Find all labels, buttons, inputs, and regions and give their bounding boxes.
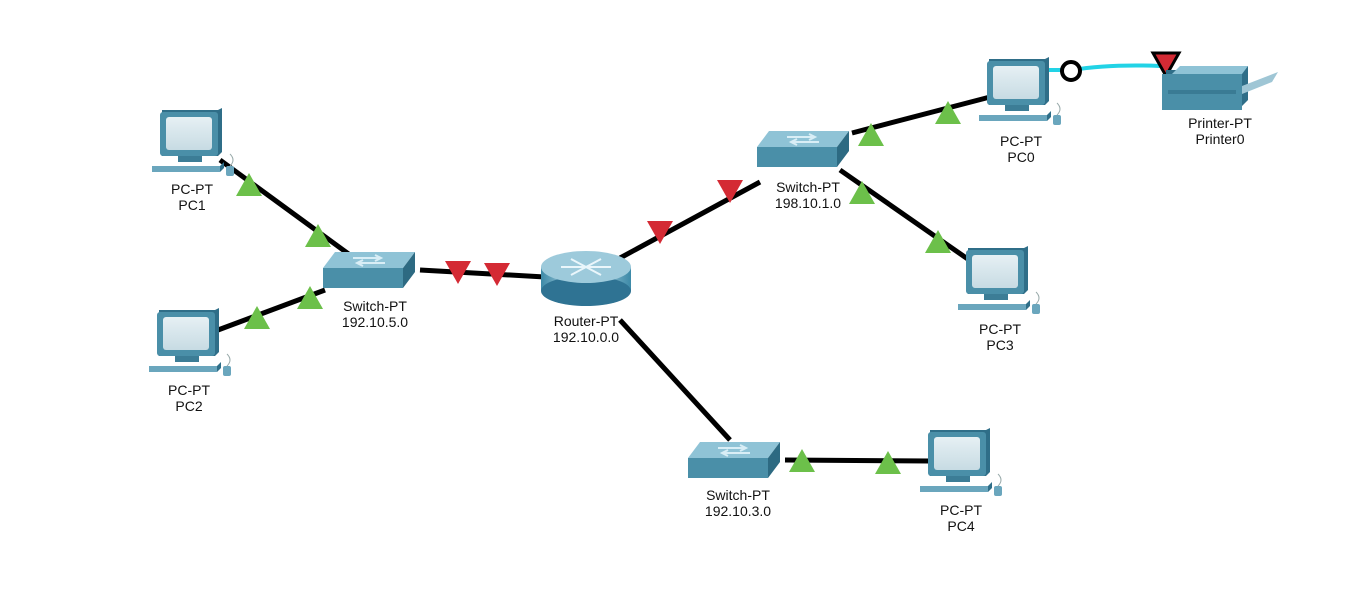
port-up-pc3 [925,230,951,253]
printer-type: Printer-PT [1188,115,1252,131]
port-up-pc2 [244,306,270,329]
link-sw1-pc0[interactable] [851,94,991,136]
pc3-device[interactable] [957,245,1041,315]
pc0-label: PC-PT PC0 [975,133,1067,165]
pc4-label: PC-PT PC4 [915,502,1007,534]
link-pc1-sw5[interactable] [218,157,352,258]
port-down-sw1-router [717,180,743,203]
port-down-sw5-router [445,261,471,284]
port-up-sw3-pc4 [789,449,815,472]
pc4-device[interactable] [919,427,1003,497]
pc2-type: PC-PT [168,382,210,398]
pc3-name: PC3 [986,337,1014,353]
printer-device[interactable] [1162,66,1278,110]
sw3-label: Switch-PT 192.10.3.0 [683,487,793,519]
port-up-sw5-pc2 [297,286,323,309]
port-up-sw1-pc0 [858,123,884,146]
printer-label: Printer-PT Printer0 [1170,115,1270,147]
router-name: 192.10.0.0 [552,329,620,345]
sw1-label: Switch-PT 198.10.1.0 [753,179,863,211]
switch-192-10-5-0[interactable] [322,251,416,289]
sw5-type: Switch-PT [343,298,407,314]
port-down-router-sw1 [647,221,673,244]
pc4-name: PC4 [947,518,975,534]
port-marker-pc0-console [1060,60,1082,82]
link-sw5-router[interactable] [419,267,546,280]
sw3-type: Switch-PT [706,487,770,503]
sw5-name: 192.10.5.0 [341,314,409,330]
sw1-type: Switch-PT [776,179,840,195]
link-router-sw3[interactable] [618,318,732,442]
pc1-label: PC-PT PC1 [146,181,238,213]
pc1-device[interactable] [151,107,235,177]
pc2-label: PC-PT PC2 [143,382,235,414]
port-status-layer [236,51,1182,474]
pc3-type: PC-PT [979,321,1021,337]
pc0-name: PC0 [1007,149,1035,165]
sw1-name: 198.10.1.0 [774,195,842,211]
router-device[interactable] [540,250,632,307]
pc1-name: PC1 [178,197,206,213]
link-router-sw1[interactable] [618,179,762,261]
pc0-device[interactable] [978,56,1062,126]
port-up-pc4 [875,451,901,474]
pc0-type: PC-PT [1000,133,1042,149]
printer-name: Printer0 [1195,131,1245,147]
switch-192-10-3-0[interactable] [687,441,781,479]
port-up-pc1 [236,173,262,196]
port-up-pc0 [935,101,961,124]
port-up-sw1-pc3 [849,181,875,204]
pc3-label: PC-PT PC3 [954,321,1046,353]
pc4-type: PC-PT [940,502,982,518]
sw5-label: Switch-PT 192.10.5.0 [320,298,430,330]
sw3-name: 192.10.3.0 [704,503,772,519]
switch-198-10-1-0[interactable] [756,130,850,168]
link-sw3-pc4[interactable] [784,457,931,464]
router-label: Router-PT 192.10.0.0 [531,313,641,345]
pc2-device[interactable] [148,307,232,377]
router-type: Router-PT [553,313,619,329]
port-down-router-sw5 [484,263,510,286]
port-down-printer-console [1150,51,1182,80]
devices-layer [148,56,1278,497]
pc2-name: PC2 [175,398,203,414]
pc1-type: PC-PT [171,181,213,197]
port-up-sw5-pc1 [305,224,331,247]
